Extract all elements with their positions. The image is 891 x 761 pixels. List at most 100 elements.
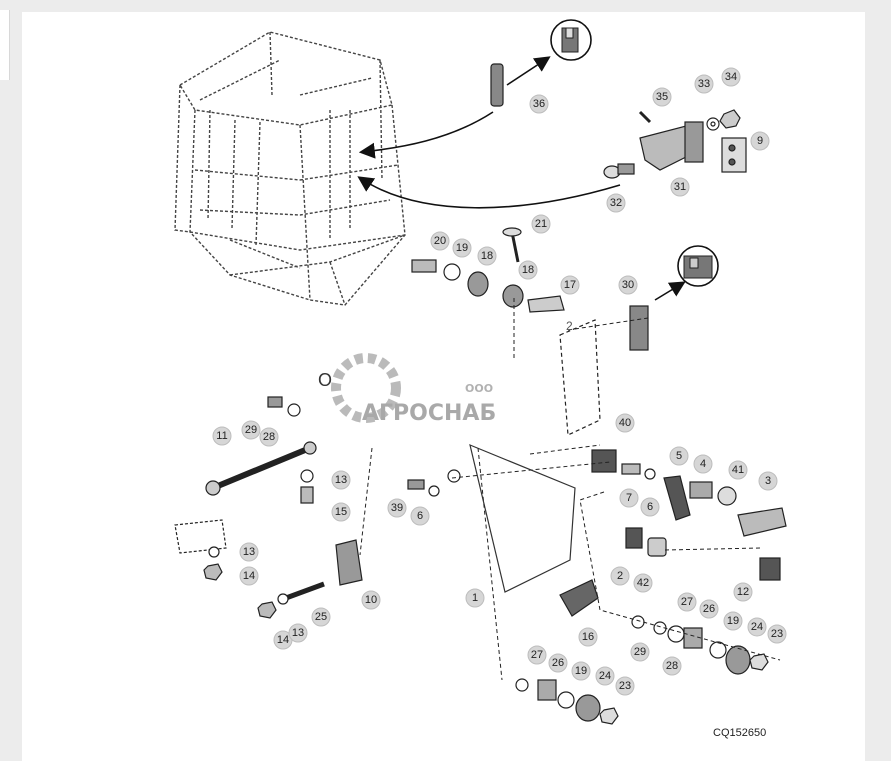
callout-27: 27 [527,645,547,665]
callout-bubble [619,488,639,508]
callout-number: 18 [481,250,493,262]
callout-bubble [311,607,331,627]
callout-number: 32 [610,197,622,209]
callout-number: 26 [703,603,715,615]
callout-29: 29 [630,642,650,662]
callout-bubble [640,497,660,517]
callout-number: 35 [656,91,668,103]
callout-9: 9 [750,131,770,151]
callout-number: 12 [737,586,749,598]
left-panel-edge [0,10,10,80]
callout-21: 21 [531,214,551,234]
callout-number: 14 [277,634,289,646]
callout-number: 23 [619,680,631,692]
callout-number: 29 [245,424,257,436]
callout-number: 39 [391,502,403,514]
callout-bubble [212,426,232,446]
watermark-name: АГРОСНАБ [362,401,496,426]
routing-lines [359,298,781,681]
callout-bubble [548,653,568,673]
callout-24: 24 [595,666,615,686]
callout-number: 27 [531,649,543,661]
callout-number: 19 [575,665,587,677]
callout-17: 17 [560,275,580,295]
callout-number: 10 [365,594,377,606]
callout-14: 14 [273,630,293,650]
callout-bubble [259,427,279,447]
callout-31: 31 [670,177,690,197]
detail-circle-seal-right [677,245,719,287]
callout-number: 6 [417,510,423,522]
diagram-sheet [22,12,865,761]
callout-36: 36 [529,94,549,114]
callout-41: 41 [728,460,748,480]
callout-number: 28 [263,431,275,443]
leader-curves [357,56,686,301]
callout-number: 19 [727,615,739,627]
callout-number: 34 [725,71,737,83]
callout-number: 29 [634,646,646,658]
callout-23: 23 [767,624,787,644]
callout-10: 10 [361,590,381,610]
callout-20: 20 [430,231,450,251]
callout-number: 3 [765,475,771,487]
callout-bubble [618,275,638,295]
callout-28: 28 [662,656,682,676]
callout-bubble [430,231,450,251]
callout-number: 4 [700,458,706,470]
callout-1: 1 [465,588,485,608]
callout-bubble [518,260,538,280]
callout-number: 30 [622,279,634,291]
callout-13: 13 [239,542,259,562]
parts [174,63,787,725]
callout-bubble [241,420,261,440]
callout-number: 13 [292,627,304,639]
callout-number: 31 [674,181,686,193]
callout-bubble [410,506,430,526]
callout-26: 26 [699,599,719,619]
callout-28: 28 [259,427,279,447]
callout-25: 25 [311,607,331,627]
callout-bubble [361,590,381,610]
callout-bubble [633,573,653,593]
callout-26: 26 [548,653,568,673]
callout-number: 25 [315,611,327,623]
callout-bubble [758,471,778,491]
callout-14: 14 [239,566,259,586]
callout-18: 18 [518,260,538,280]
callout-4: 4 [693,454,713,474]
drawing-code: CQ152650 [713,727,767,739]
callout-bubble [606,193,626,213]
callout-number: 42 [637,577,649,589]
callout-19: 19 [452,238,472,258]
callout-bubble [677,592,697,612]
callout-16: 16 [578,627,598,647]
callout-number: 33 [698,78,710,90]
callout-number: 1 [472,592,478,604]
callout-18: 18 [477,246,497,266]
callout-bubble [728,460,748,480]
callout-number: 6 [647,501,653,513]
callout-7: 7 [619,488,639,508]
callout-number: 11 [216,430,227,442]
callout-30: 30 [618,275,638,295]
callout-bubble [670,177,690,197]
callout-5: 5 [669,446,689,466]
callout-bubble [239,542,259,562]
callout-bubble [387,498,407,518]
callout-bubble [733,582,753,602]
callout-bubble [578,627,598,647]
callout-bubble [529,94,549,114]
callout-number: 21 [535,218,547,230]
callout-number: 36 [533,98,545,110]
callout-bubble [615,676,635,696]
callout-33: 33 [694,74,714,94]
callout-bubble [662,656,682,676]
callout-bubble [721,67,741,87]
callout-bubble [531,214,551,234]
callout-number: 7 [626,492,632,504]
callout-bubble [767,624,787,644]
detail-circle-seal-top [550,19,592,61]
callout-19: 19 [723,611,743,631]
